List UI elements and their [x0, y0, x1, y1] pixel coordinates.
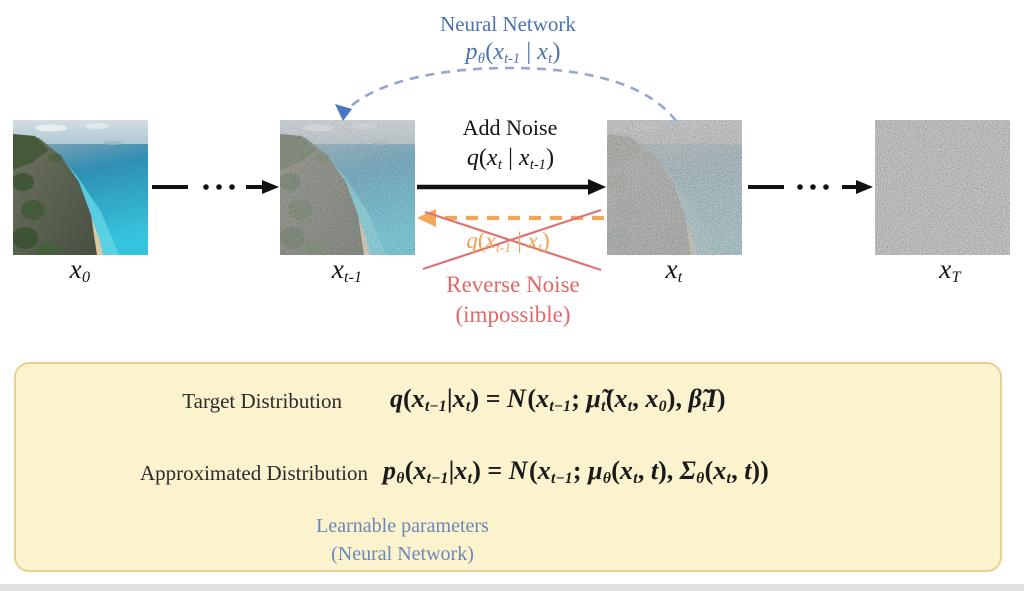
impossible-label: (impossible) [455, 302, 571, 327]
forward-arrow-right [748, 180, 873, 194]
label-xT: xT [939, 254, 961, 287]
panel-xt-1 [280, 120, 415, 255]
add-noise-label: Add Noise [462, 115, 558, 140]
arrowhead-icon [417, 209, 436, 227]
learnable-parameters-label: Learnable parameters [316, 515, 489, 537]
forward-arrow-mid [417, 179, 606, 195]
image-xT-pure-noise [875, 120, 1010, 255]
image-xt-1-light-noise [280, 120, 415, 255]
target-distribution-label: Target Distribution [182, 389, 342, 413]
arc-arrowhead-icon [335, 104, 352, 121]
panel-xt [607, 120, 742, 255]
label-xt-1: xt-1 [331, 254, 362, 287]
arrowhead-icon [262, 180, 279, 194]
learnable-neural-network-label: (Neural Network) [331, 543, 474, 565]
panel-x0 [13, 120, 148, 255]
target-distribution-formula: q(xt−1|xt) = N(xt−1; μ̃t(xt, x0), β̃tI) [390, 384, 726, 416]
arrowhead-icon [588, 179, 606, 195]
reverse-process-arc [335, 66, 678, 122]
approximated-distribution-formula: pθ(xt−1|xt) = N(xt−1; μθ(xt, t), Σθ(xt, … [383, 456, 769, 488]
panel-xT [875, 120, 1010, 255]
neural-network-formula: pθ(xt-1 | xt) [465, 39, 561, 67]
forward-arrow-left [152, 180, 279, 194]
reverse-noise-label: Reverse Noise [446, 272, 580, 297]
forward-formula: q(xt | xt-1) [466, 145, 555, 173]
image-xt-heavy-noise [607, 120, 742, 255]
label-x0: x0 [69, 254, 91, 287]
label-xt: xt [665, 254, 683, 287]
image-x0-coastal-photo [13, 120, 148, 255]
reverse-noise-arrow [417, 209, 604, 227]
arrowhead-icon [856, 180, 873, 194]
neural-network-label: Neural Network [440, 12, 576, 36]
bottom-edge-strip [0, 584, 1024, 591]
formula-box [14, 362, 1002, 572]
reverse-crossed-formula: q(xt-1 | xt) [466, 228, 550, 255]
approximated-distribution-label: Approximated Distribution [139, 461, 368, 485]
